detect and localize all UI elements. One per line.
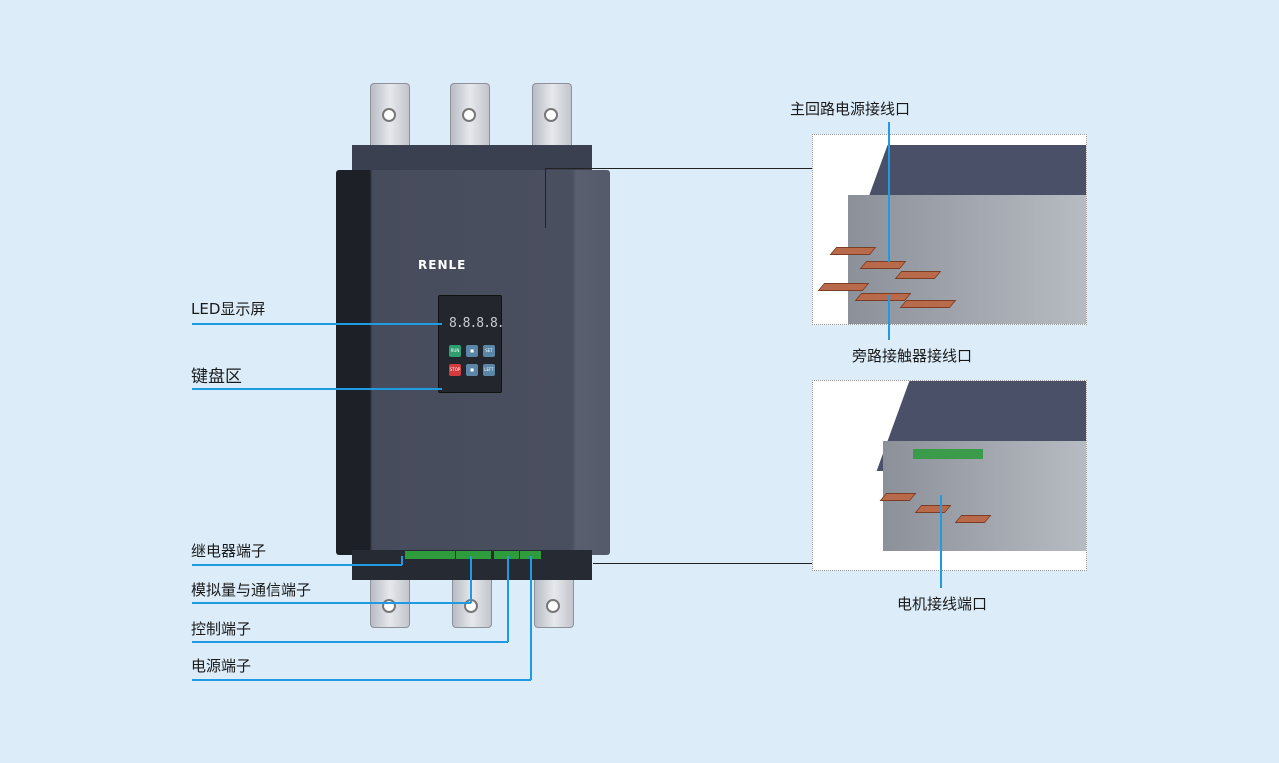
- callout-main-power-port: 主回路电源接线口: [790, 100, 911, 118]
- callout-line: [401, 556, 403, 565]
- callout-keypad: 键盘区: [191, 367, 242, 387]
- callout-line: [192, 388, 442, 390]
- up-key[interactable]: ■: [466, 345, 478, 357]
- callout-control-terminal: 控制端子: [191, 620, 252, 638]
- callout-line: [888, 295, 890, 340]
- callout-relay-terminal: 继电器端子: [191, 542, 267, 560]
- callout-bypass-contactor-port: 旁路接触器接线口: [852, 347, 973, 365]
- set-key[interactable]: SET: [483, 345, 495, 357]
- callout-motor-port: 电机接线端口: [897, 595, 988, 613]
- callout-line: [192, 602, 471, 604]
- callout-led-display: LED显示屏: [191, 300, 266, 318]
- input-bus-bar-1: [370, 83, 410, 153]
- leader-line: [545, 168, 546, 228]
- callout-line: [192, 679, 531, 681]
- relay-terminal-block: [405, 551, 455, 559]
- input-bus-bar-3: [532, 83, 572, 153]
- input-bus-bar-2: [450, 83, 490, 153]
- power-terminal-block: [520, 551, 541, 559]
- keypad-panel: 8.8.8.8.: [438, 295, 505, 393]
- callout-analog-comm-terminal: 模拟量与通信端子: [191, 581, 312, 599]
- run-key[interactable]: RUN: [449, 345, 461, 357]
- callout-line: [888, 122, 890, 262]
- motor-output-inset: [812, 380, 1087, 571]
- callout-line: [192, 564, 402, 566]
- callout-line: [940, 495, 942, 588]
- leader-line: [593, 563, 812, 564]
- stop-key[interactable]: STOP: [449, 364, 461, 376]
- callout-line: [192, 641, 508, 643]
- callout-line: [192, 323, 442, 325]
- callout-line: [470, 556, 472, 603]
- down-key[interactable]: ■: [466, 364, 478, 376]
- leader-line: [545, 168, 812, 169]
- callout-power-terminal: 电源端子: [191, 657, 252, 675]
- callout-line: [530, 556, 532, 680]
- led-display: 8.8.8.8.: [449, 316, 505, 331]
- main-circuit-inset: [812, 134, 1087, 325]
- brand-logo: RENLE: [418, 258, 467, 272]
- callout-line: [507, 556, 509, 642]
- left-key[interactable]: LEFT: [483, 364, 495, 376]
- control-terminal-block: [494, 551, 519, 559]
- analog-comm-terminal-block: [456, 551, 491, 559]
